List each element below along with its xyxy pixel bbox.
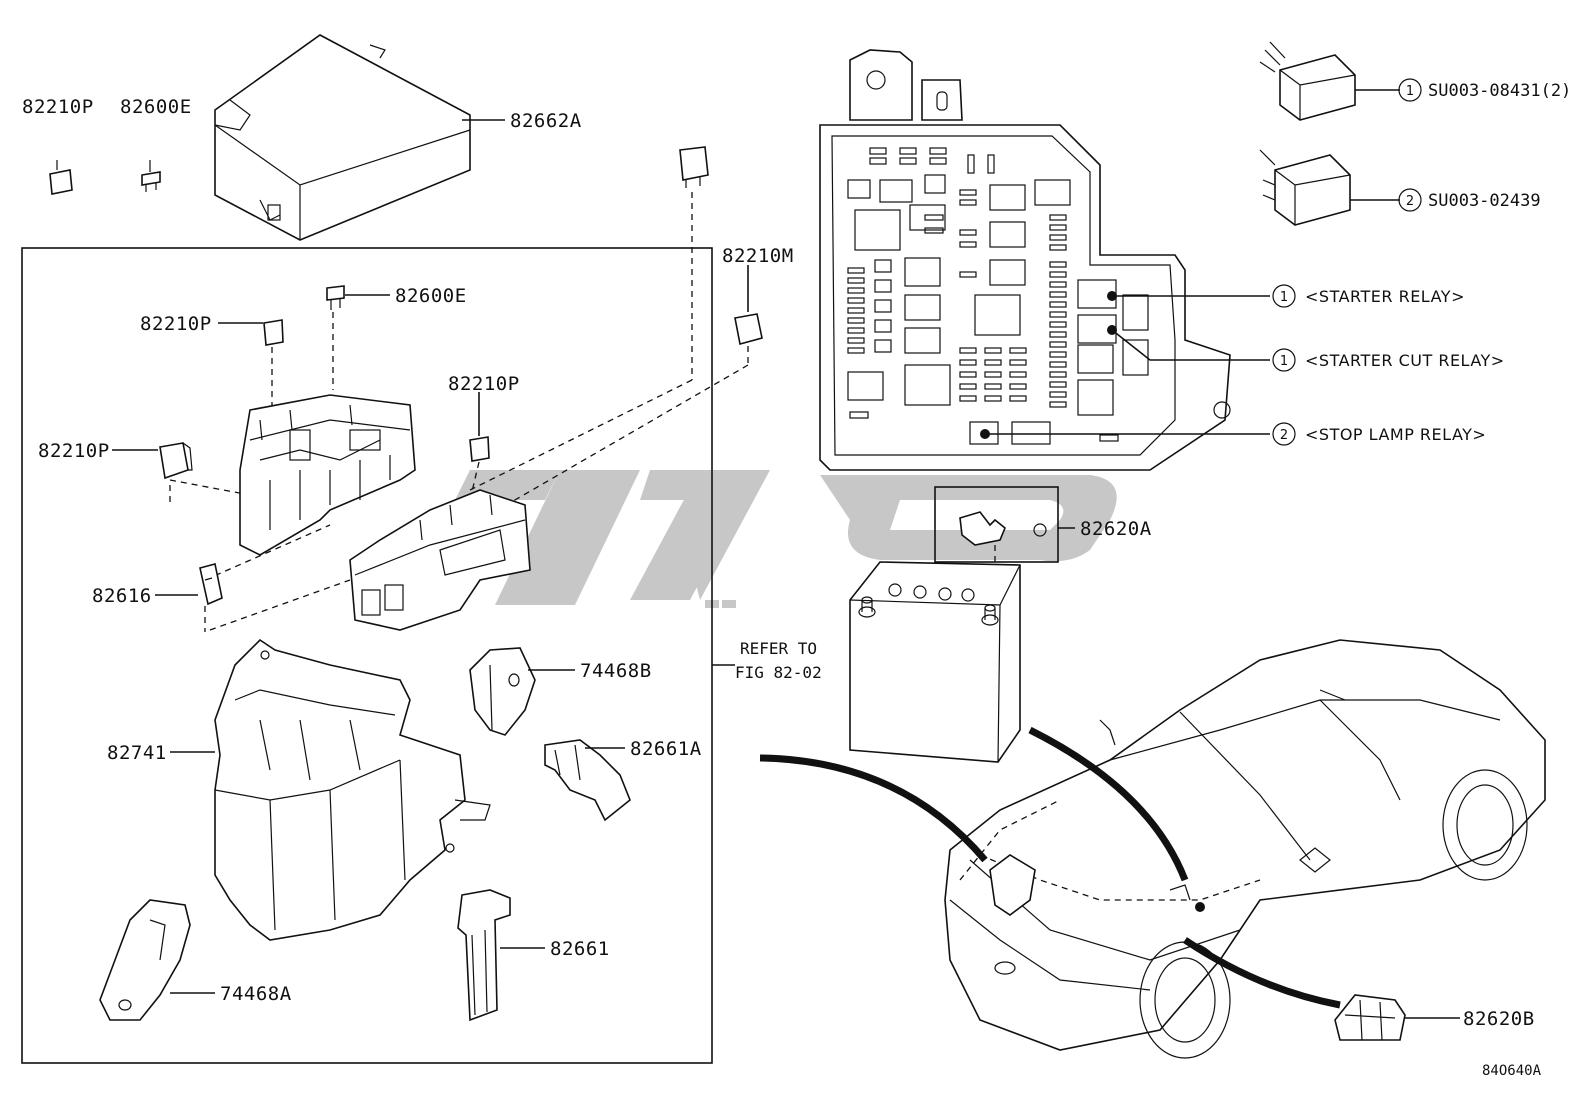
relay-part-num-2: 2 (1406, 194, 1414, 209)
connector-82661 (457, 889, 511, 1022)
label-82600E-top: 82600E (120, 96, 192, 118)
relay-callout-circle-2 (1272, 348, 1296, 372)
fusible-link-box (934, 486, 1059, 563)
relay-part-2 (1259, 149, 1351, 226)
vehicle-illustration (944, 639, 1546, 1059)
watermark-logo (455, 470, 1117, 608)
bracket-82661A (544, 739, 631, 822)
relay-callout-circle-3 (1272, 422, 1296, 446)
fuse-block-upper (239, 394, 416, 556)
relay-part-circle-2 (1398, 188, 1422, 212)
label-82210P-top: 82210P (22, 96, 94, 118)
relay-callout-num-2: 1 (1280, 354, 1288, 369)
relay-label-starter: <STARTER RELAY> (1305, 287, 1465, 306)
cable-left (759, 754, 988, 863)
cable-center (1028, 726, 1189, 882)
label-82210P-b: 82210P (448, 373, 520, 395)
label-82616: 82616 (92, 585, 152, 607)
fuse-82210P-top (49, 160, 73, 195)
relay-part-code-1: SU003-08431(2) (1428, 81, 1571, 101)
fuse-block-lower (349, 489, 531, 631)
label-82620A: 82620A (1080, 518, 1152, 540)
refer-note-line2: FIG 82-02 (735, 663, 822, 682)
fuse-82210M (734, 313, 763, 345)
label-82662A: 82662A (510, 110, 582, 132)
label-82620B: 82620B (1463, 1008, 1535, 1030)
battery (849, 561, 1021, 763)
relay-callout-num-3: 2 (1280, 428, 1288, 443)
relay-part-1 (1259, 41, 1356, 121)
label-82210P-c: 82210P (38, 440, 110, 462)
fuse-82210P-b (469, 436, 490, 462)
fuse-slots (847, 147, 1231, 445)
relay-callout-circle-1 (1272, 284, 1296, 308)
fuse-82600E-mid (326, 285, 345, 310)
fuse-holder-82620B (1334, 994, 1406, 1041)
label-74468B: 74468B (580, 660, 652, 682)
fuse-block-top-view (819, 49, 1231, 471)
assembly-frame (21, 247, 713, 1064)
relay-part-circle-1 (1398, 78, 1422, 102)
clip-82616 (199, 563, 223, 606)
fuse-box-lower-case (214, 638, 491, 941)
label-74468A: 74468A (220, 983, 292, 1005)
relay-label-stop-lamp: <STOP LAMP RELAY> (1305, 425, 1486, 444)
label-82600E-mid: 82600E (395, 285, 467, 307)
cable-right (1183, 937, 1341, 1009)
relay-part-code-2: SU003-02439 (1428, 191, 1541, 211)
relay-part-num-1: 1 (1406, 84, 1414, 99)
relay-callout-num-1: 1 (1280, 290, 1288, 305)
fuse-82600E-top (141, 160, 161, 192)
label-82661A: 82661A (630, 738, 702, 760)
bracket-74468A (99, 899, 191, 1021)
fuse-82210P-c (159, 442, 193, 480)
bracket-74468B (469, 647, 536, 736)
refer-note-line1: REFER TO (740, 639, 817, 658)
label-82661: 82661 (550, 938, 610, 960)
fuse-box-cover (214, 34, 471, 241)
label-82741: 82741 (107, 742, 167, 764)
fuse-82210P-a (263, 319, 284, 346)
label-82210P-a: 82210P (140, 313, 212, 335)
label-82210M: 82210M (722, 245, 794, 267)
figure-code: 84O640A (1482, 1063, 1542, 1079)
relay-label-starter-cut: <STARTER CUT RELAY> (1305, 351, 1505, 370)
fusible-link-82620A (959, 511, 1047, 546)
relay-top-center (679, 146, 709, 188)
